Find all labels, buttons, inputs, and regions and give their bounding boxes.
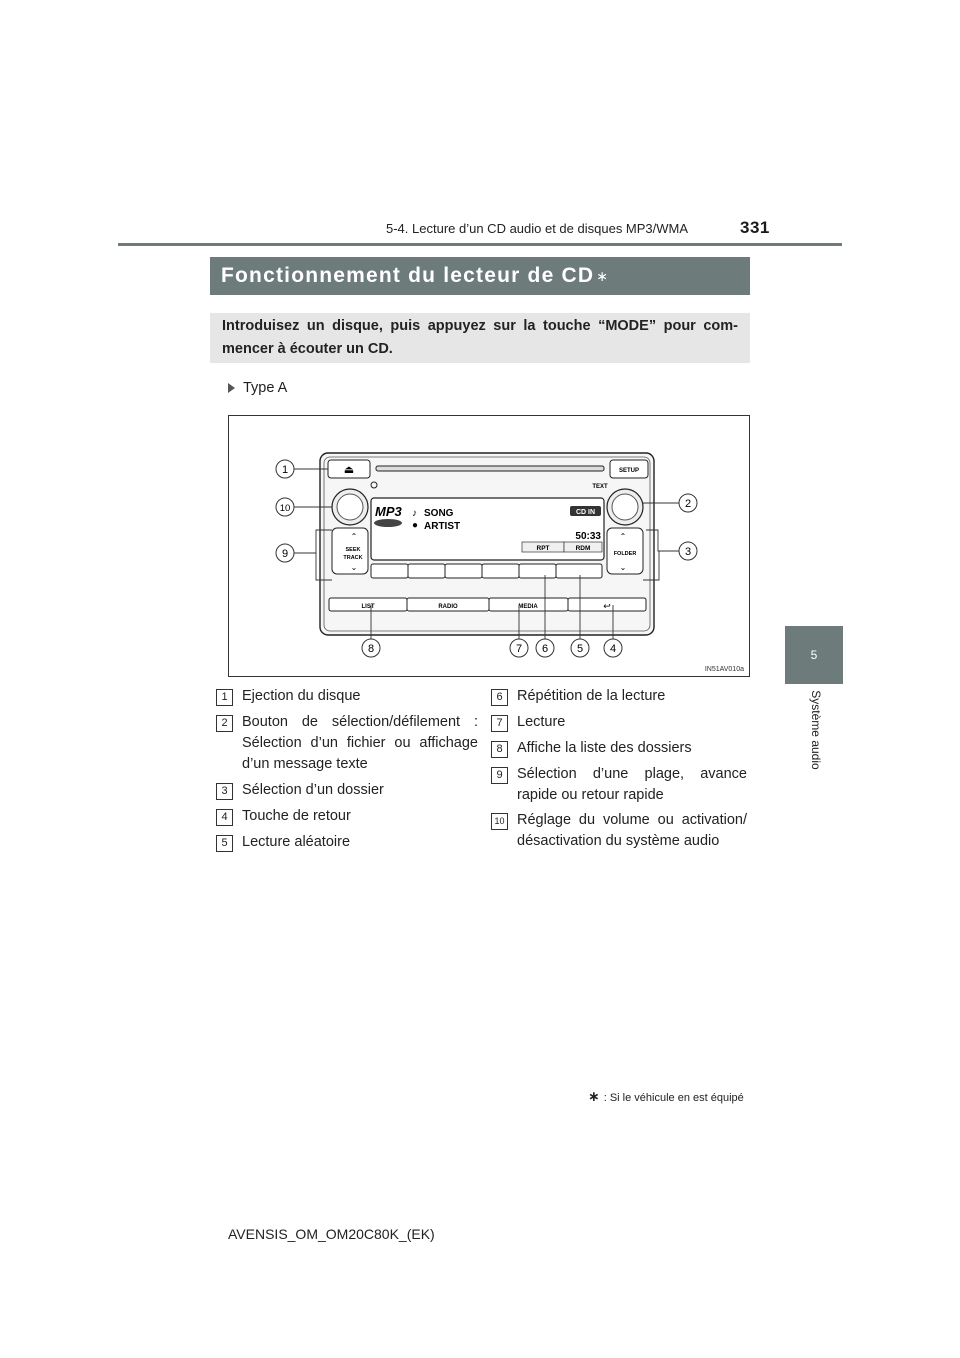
triangle-bullet-icon — [228, 383, 235, 394]
seek-label: SEEK — [346, 547, 361, 553]
item-number: 2 — [216, 715, 233, 732]
equipment-marker: ∗ — [596, 267, 610, 284]
seek-track-button — [331, 527, 369, 575]
item-text: Répétition de la lecture — [517, 688, 666, 704]
cd-slot — [375, 465, 605, 472]
seek-up-icon: ⌃ — [351, 532, 358, 541]
folder-label: FOLDER — [614, 551, 637, 557]
section-title-text: Fonctionnement du lecteur de CD — [221, 264, 595, 287]
item-text: Lecture — [517, 714, 566, 730]
rdm-indicator — [563, 541, 603, 553]
callout-8-label: 8 — [368, 643, 374, 655]
callout-4-label: 4 — [610, 643, 616, 655]
folder-button — [606, 527, 644, 575]
callout-2 — [678, 493, 698, 513]
footnote-text: : Si le véhicule en est équipé — [603, 1092, 744, 1104]
rpt-text: RPT — [537, 545, 550, 552]
track-label: TRACK — [343, 555, 362, 561]
folder-up-icon: ⌃ — [620, 532, 627, 541]
item-text: Lecture aléatoire — [242, 834, 351, 850]
item-number: 4 — [216, 809, 233, 826]
header-rule — [118, 243, 842, 246]
item-text: Sélection d’une plage, avance rapide ou … — [517, 766, 747, 803]
item-text: Sélection d’un dossier — [242, 782, 384, 798]
callout-6 — [535, 638, 555, 658]
callout-3-label: 3 — [685, 546, 691, 558]
type-label: Type A — [228, 380, 287, 396]
media-label: MEDIA — [518, 604, 538, 610]
footnote: ∗: Si le véhicule en est équipé — [588, 1088, 744, 1105]
callout-2-label: 2 — [685, 498, 691, 510]
item-number: 5 — [216, 835, 233, 852]
page-number: 331 — [740, 218, 770, 237]
intro-box: Introduisez un disque, puis appuyez sur … — [210, 313, 750, 363]
seek-down-icon: ⌄ — [351, 563, 358, 572]
callout-10 — [275, 497, 295, 517]
rdm-text: RDM — [576, 545, 591, 552]
section-title: Fonctionnement du lecteur de CD∗ — [210, 257, 750, 295]
song-label: SONG — [424, 508, 454, 519]
text-label: TEXT — [592, 484, 608, 490]
callout-3 — [678, 541, 698, 561]
callout-5-label: 5 — [577, 643, 583, 655]
callout-9-label: 9 — [282, 548, 288, 560]
item-number: 10 — [491, 813, 508, 830]
person-icon: ● — [412, 520, 418, 531]
back-icon: ↩ — [603, 601, 611, 611]
disc-icon — [374, 519, 402, 527]
item-number: 6 — [491, 689, 508, 706]
callout-9 — [275, 543, 295, 563]
setup-button — [609, 459, 649, 479]
eject-icon: ⏏ — [344, 464, 354, 476]
item-number: 9 — [491, 767, 508, 784]
cd-player-figure: ⏏ SETUP TEXT MP3 ♪ SONG ● ARTIST CD IN 5… — [228, 415, 750, 677]
running-header: 5-4. Lecture d’un CD audio et de disques… — [386, 221, 689, 236]
callout-5 — [570, 638, 590, 658]
chapter-tab[interactable]: 5 — [785, 626, 843, 684]
cd-in-badge — [570, 506, 601, 516]
preset-buttons — [370, 563, 603, 579]
format-label: MP3 — [375, 504, 403, 519]
document-id: AVENSIS_OM_OM20C80K_(EK) — [228, 1226, 435, 1242]
item-text: Touche de retour — [242, 808, 351, 824]
callout-1-label: 1 — [282, 464, 288, 476]
callout-10-label: 10 — [280, 503, 291, 514]
callout-4 — [603, 638, 623, 658]
note-icon: ♪ — [412, 508, 417, 519]
chapter-label: Système audio — [809, 690, 823, 770]
folder-down-icon: ⌄ — [620, 563, 627, 572]
callout-markers: 1 2 3 4 5 6 7 8 9 10 — [275, 459, 698, 658]
item-number: 8 — [491, 741, 508, 758]
callout-7 — [509, 638, 529, 658]
callout-6-label: 6 — [542, 643, 548, 655]
item-text: Ejection du disque — [242, 688, 361, 704]
radio-label: RADIO — [438, 604, 458, 610]
item-number: 1 — [216, 689, 233, 706]
item-number: 7 — [491, 715, 508, 732]
type-label-text: Type A — [243, 380, 288, 396]
list-label: LIST — [362, 604, 375, 610]
power-indicator-icon — [370, 481, 378, 489]
chapter-number: 5 — [810, 648, 818, 662]
item-text: Réglage du volume ou activation/ désacti… — [517, 812, 747, 849]
figure-code: IN51AV010a — [705, 666, 744, 673]
item-text: Affiche la liste des dossiers — [517, 740, 692, 756]
back-button — [567, 597, 647, 612]
time-display: 50:33 — [575, 531, 601, 542]
item-number: 3 — [216, 783, 233, 800]
cd-in-text: CD IN — [576, 509, 595, 516]
callout-8 — [361, 638, 381, 658]
setup-label: SETUP — [619, 468, 639, 474]
item-text: Bouton de sélection/défilement : Sélecti… — [242, 714, 478, 772]
callout-7-label: 7 — [516, 643, 522, 655]
callout-1 — [275, 459, 295, 479]
artist-label: ARTIST — [424, 521, 460, 532]
footnote-marker: ∗ — [588, 1088, 600, 1104]
